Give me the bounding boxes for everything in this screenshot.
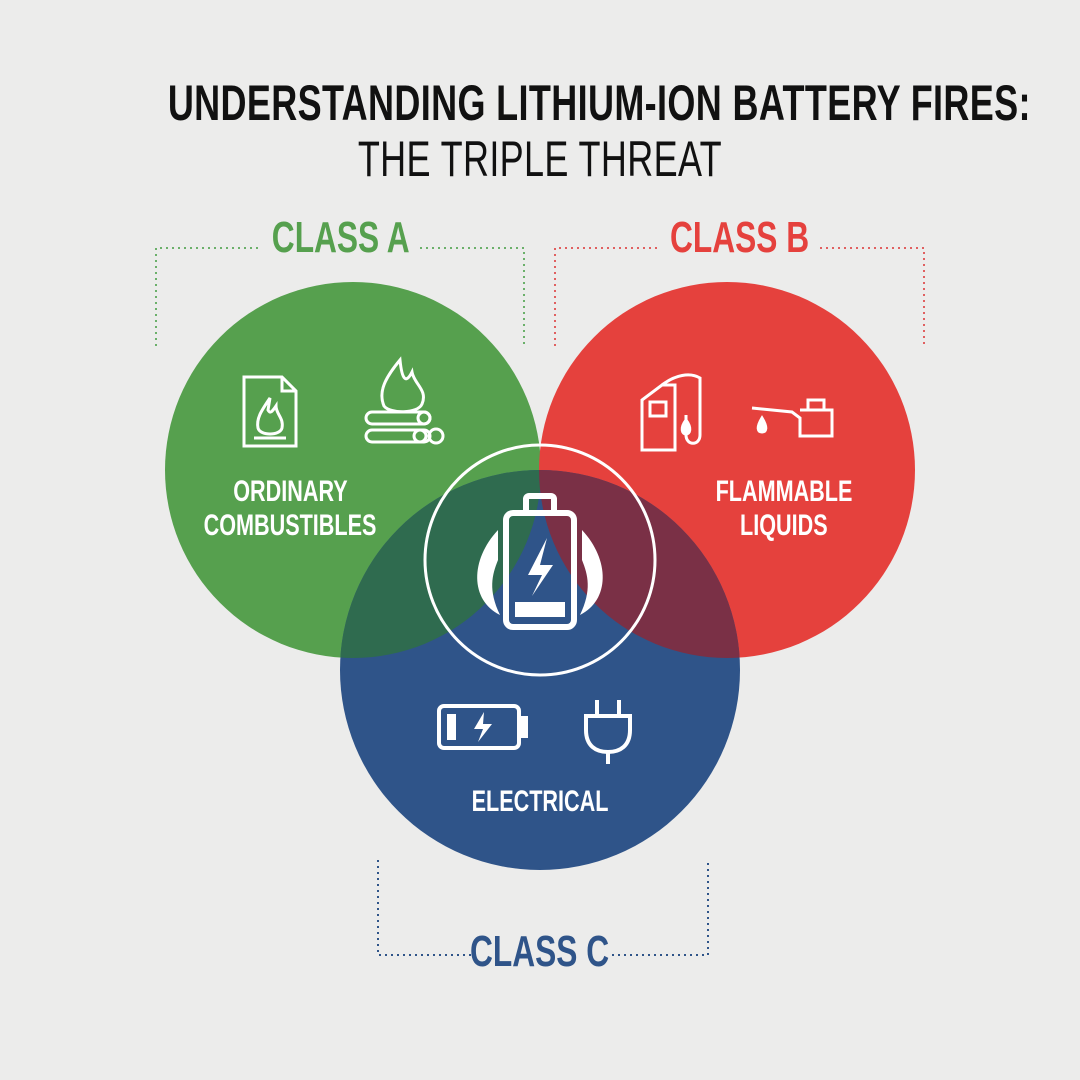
burning-document-icon xyxy=(242,375,298,448)
charging-battery-icon xyxy=(437,704,528,750)
class-b-bracket xyxy=(554,247,925,346)
fuel-pump-icon xyxy=(640,373,702,452)
overlap-a-c xyxy=(340,470,541,658)
center-ring xyxy=(423,443,657,677)
title-line-1: UNDERSTANDING LITHIUM-ION BATTERY FIRES: xyxy=(167,75,1031,131)
title-line-2: THE TRIPLE THREAT xyxy=(357,131,723,187)
electric-plug-icon xyxy=(584,700,632,764)
class-a-heading: CLASS A xyxy=(272,213,410,262)
class-c-description: ELECTRICAL xyxy=(471,785,609,818)
class-b-description: FLAMMABLE LIQUIDS xyxy=(715,475,853,542)
class-a-bracket xyxy=(155,247,525,346)
class-c-bracket xyxy=(377,860,709,956)
class-c-heading: CLASS C xyxy=(470,927,610,976)
class-a-description: ORDINARY COMBUSTIBLES xyxy=(203,475,377,542)
battery-fire-icon xyxy=(477,493,603,630)
overlap-b-c xyxy=(539,470,740,658)
oil-can-icon xyxy=(751,398,834,438)
class-b-heading: CLASS B xyxy=(670,213,810,262)
campfire-logs-icon xyxy=(364,356,445,445)
